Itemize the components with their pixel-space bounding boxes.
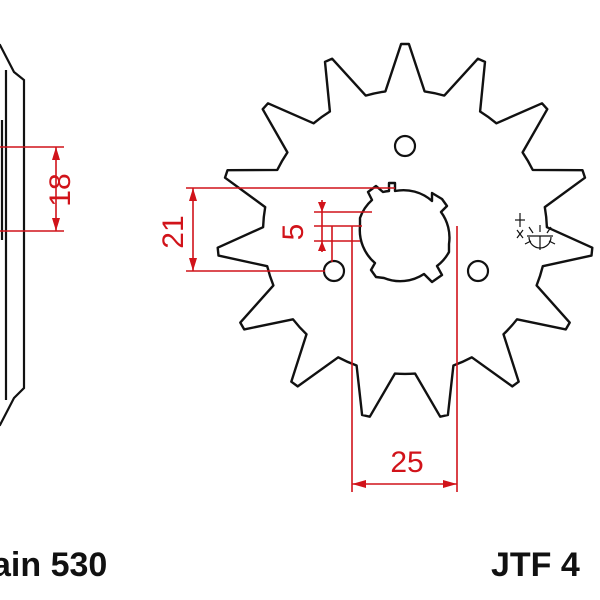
side-arrow-bottom <box>52 218 60 231</box>
bolt-holes <box>322 134 490 283</box>
bolt-circle-dimension <box>186 187 395 272</box>
sun-logo-icon <box>515 213 556 250</box>
bolt-circle-value: 21 <box>157 215 190 248</box>
sprocket-outline <box>216 42 594 418</box>
chain-label: ain 530 <box>0 546 108 584</box>
bolt-hole-top <box>393 134 417 158</box>
side-profile-outline <box>0 43 26 427</box>
bolt-arrow-top <box>189 188 197 201</box>
side-profile <box>0 43 26 427</box>
bolt-arrow-bottom <box>189 258 197 271</box>
spline-arrow-bottom <box>318 241 326 251</box>
part-number-label: JTF 4 <box>491 546 580 584</box>
spline-bore <box>358 181 451 284</box>
bolt-hole-right <box>466 259 490 283</box>
spline-step-value: 5 <box>277 224 310 241</box>
bore-value: 25 <box>390 446 423 479</box>
bore-dimension <box>351 226 458 492</box>
spline-arrow-top <box>318 202 326 212</box>
side-arrow-top <box>52 147 60 160</box>
bore-arrow-right <box>443 480 457 488</box>
side-width-value: 18 <box>44 173 77 206</box>
bore-arrow-left <box>352 480 366 488</box>
side-width-dimension <box>0 146 64 232</box>
bolt-hole-left <box>322 259 346 283</box>
